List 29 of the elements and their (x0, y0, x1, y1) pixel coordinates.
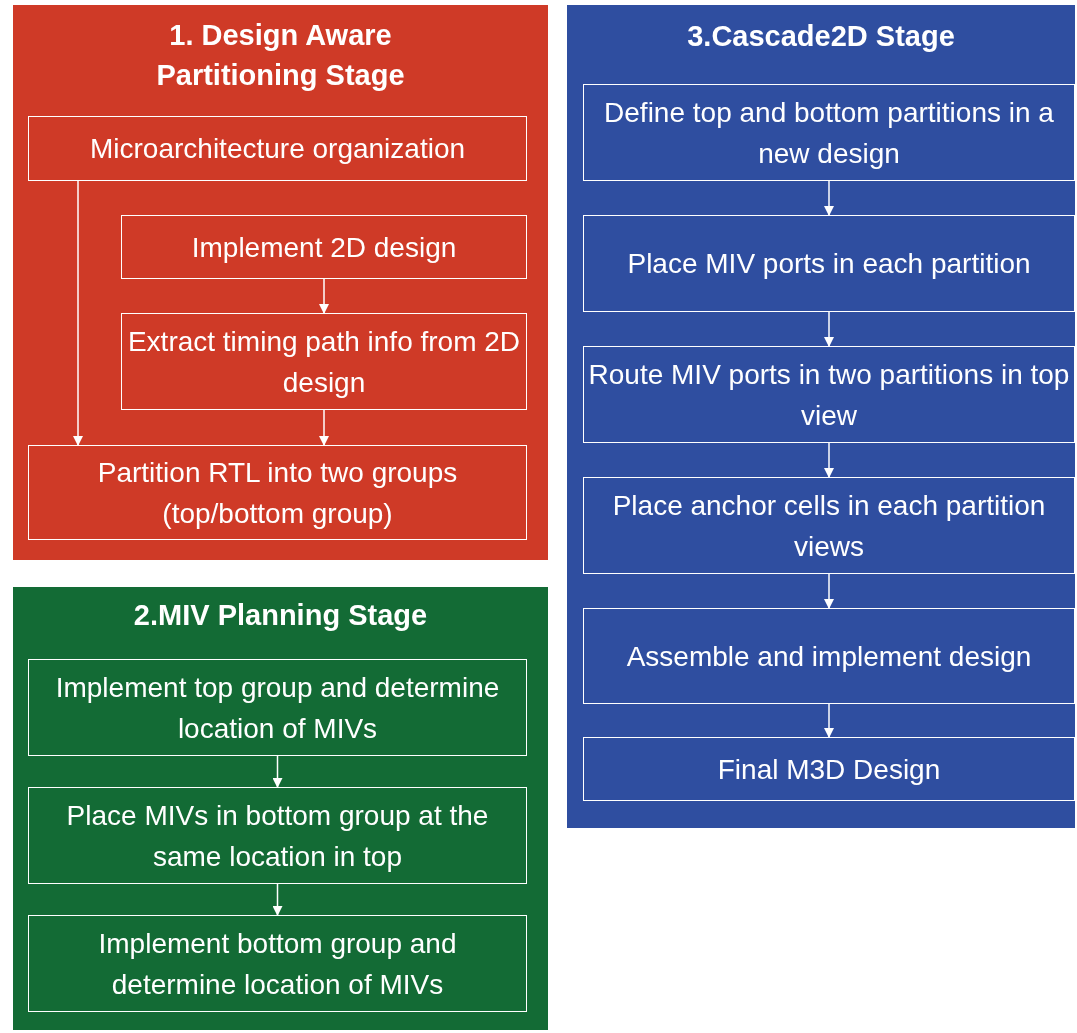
stage-title: 1. Design Aware Partitioning Stage (155, 18, 406, 93)
stage-panel (567, 5, 1075, 828)
stage-title: 2.MIV Planning Stage (133, 598, 428, 633)
process-box: Final M3D Design (583, 737, 1075, 801)
process-box: Implement top group and determine location of MIVs (28, 659, 527, 756)
process-box: Place anchor cells in each partition views (583, 477, 1075, 574)
stage-panel (13, 587, 548, 1030)
arrow (319, 409, 329, 446)
stage-title: 3.Cascade2D Stage (687, 19, 955, 54)
process-box: Extract timing path info from 2D design (121, 313, 527, 410)
process-box: Partition RTL into two groups (top/bottom group) (28, 445, 527, 540)
process-box: Place MIVs in bottom group at the same location in top (28, 787, 527, 884)
arrow (272, 755, 283, 788)
arrow (824, 573, 834, 609)
arrow (824, 311, 834, 347)
process-box: Assemble and implement design (583, 608, 1075, 704)
process-box: Microarchitecture organization (28, 116, 527, 181)
process-box: Define top and bottom partitions in a new design (583, 84, 1075, 181)
arrow (272, 883, 283, 916)
process-box: Route MIV ports in two partitions in top view (583, 346, 1075, 443)
process-box: Place MIV ports in each partition (583, 215, 1075, 312)
arrow (824, 180, 834, 216)
process-box: Implement bottom group and determine location of MIVs (28, 915, 527, 1012)
arrow (319, 278, 329, 314)
arrow (824, 703, 834, 738)
arrow (73, 180, 83, 446)
process-box: Implement 2D design (121, 215, 527, 279)
stage-panel (13, 5, 548, 560)
arrow (824, 442, 834, 478)
